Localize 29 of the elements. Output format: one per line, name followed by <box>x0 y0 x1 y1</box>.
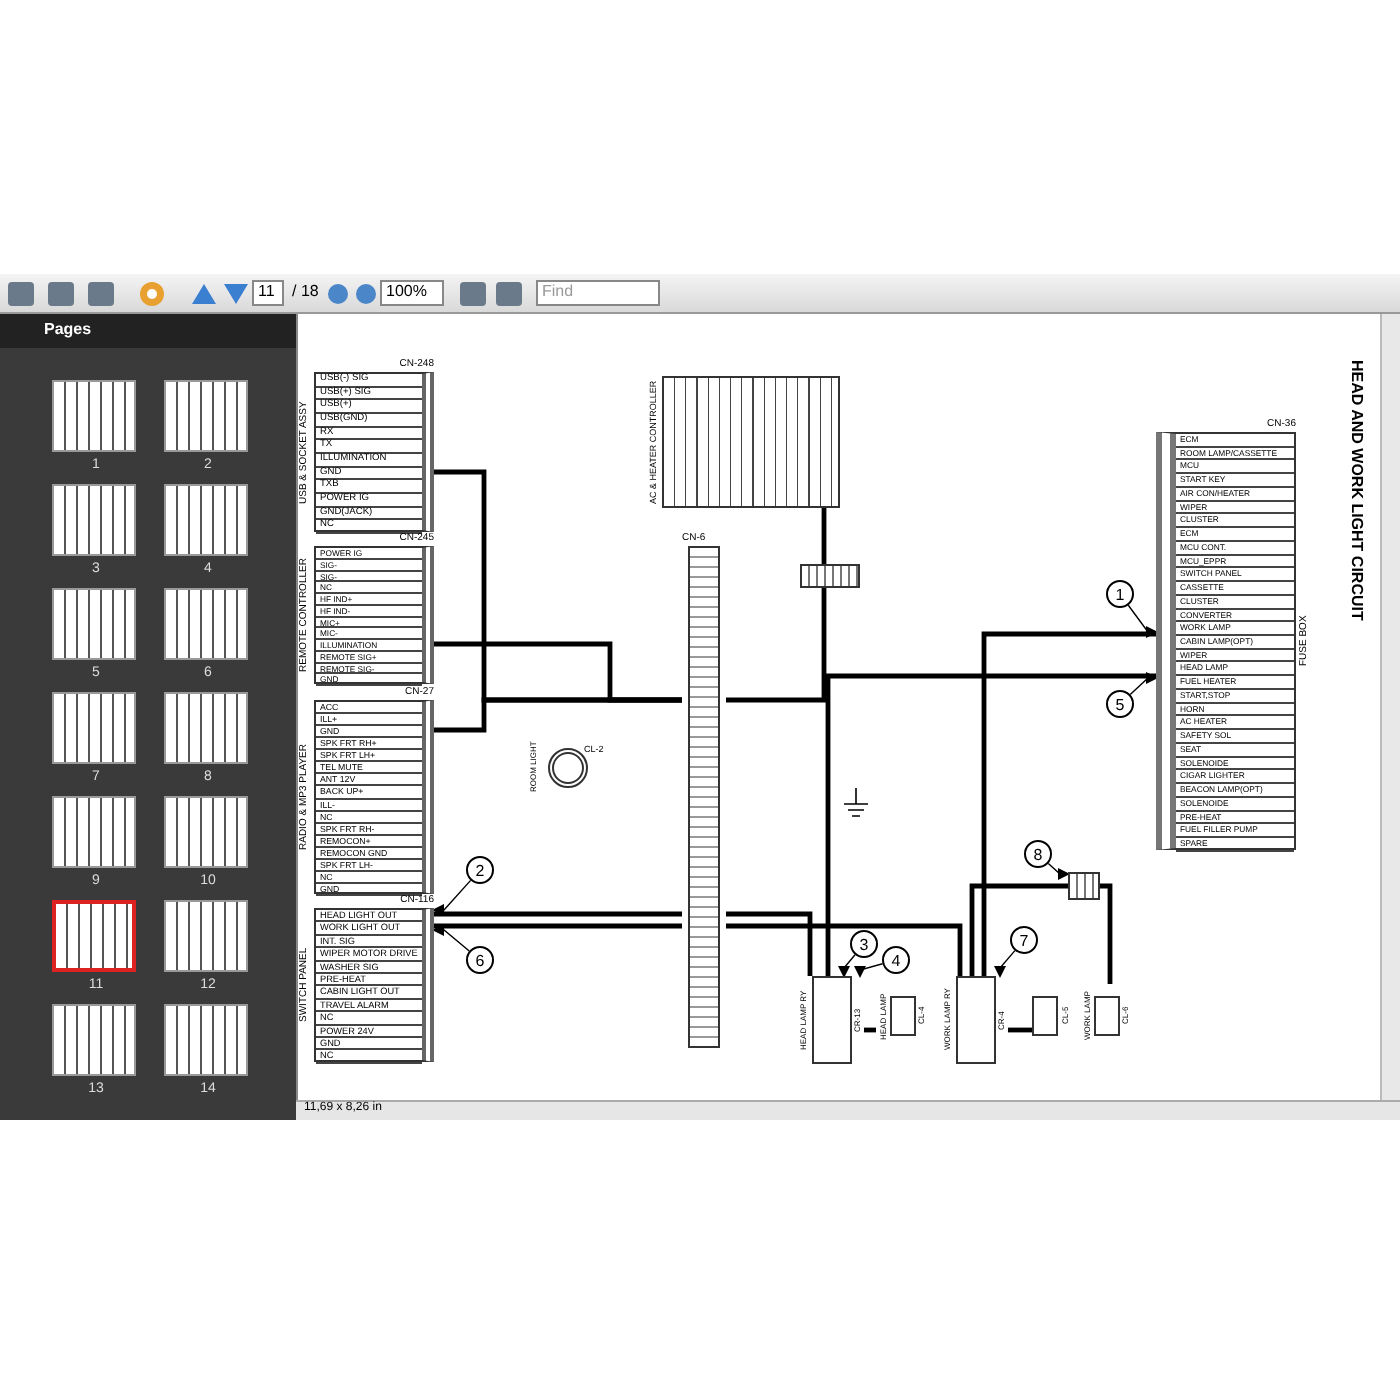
search-field: Find <box>536 280 660 306</box>
wire <box>864 1027 876 1033</box>
connector-block <box>1068 872 1100 900</box>
leader-line <box>838 954 856 978</box>
wire <box>434 911 682 917</box>
wire <box>434 697 682 733</box>
wire <box>825 673 1156 976</box>
wire <box>726 911 813 976</box>
wire <box>434 923 682 929</box>
page-number-field: 11 <box>252 280 284 306</box>
wire <box>1100 883 1113 984</box>
wire <box>1008 1027 1032 1033</box>
wire <box>981 631 1156 976</box>
wire <box>726 923 963 976</box>
wire <box>821 508 827 564</box>
wire <box>969 883 1068 976</box>
leader-line <box>854 963 884 978</box>
wire <box>726 588 827 703</box>
leader-line <box>432 924 470 952</box>
connector-block <box>800 564 860 588</box>
leader-line <box>432 879 472 916</box>
page-count: / 18 <box>292 282 319 300</box>
leader-line <box>994 949 1016 978</box>
diagram-title: HEAD AND WORK LIGHT CIRCUIT <box>1348 360 1366 621</box>
leader-line <box>1047 862 1070 880</box>
leader-line <box>1129 672 1158 696</box>
leader-line <box>1127 604 1158 638</box>
zoom-field: 100% <box>380 280 444 306</box>
panel-title: Pages <box>44 320 92 338</box>
